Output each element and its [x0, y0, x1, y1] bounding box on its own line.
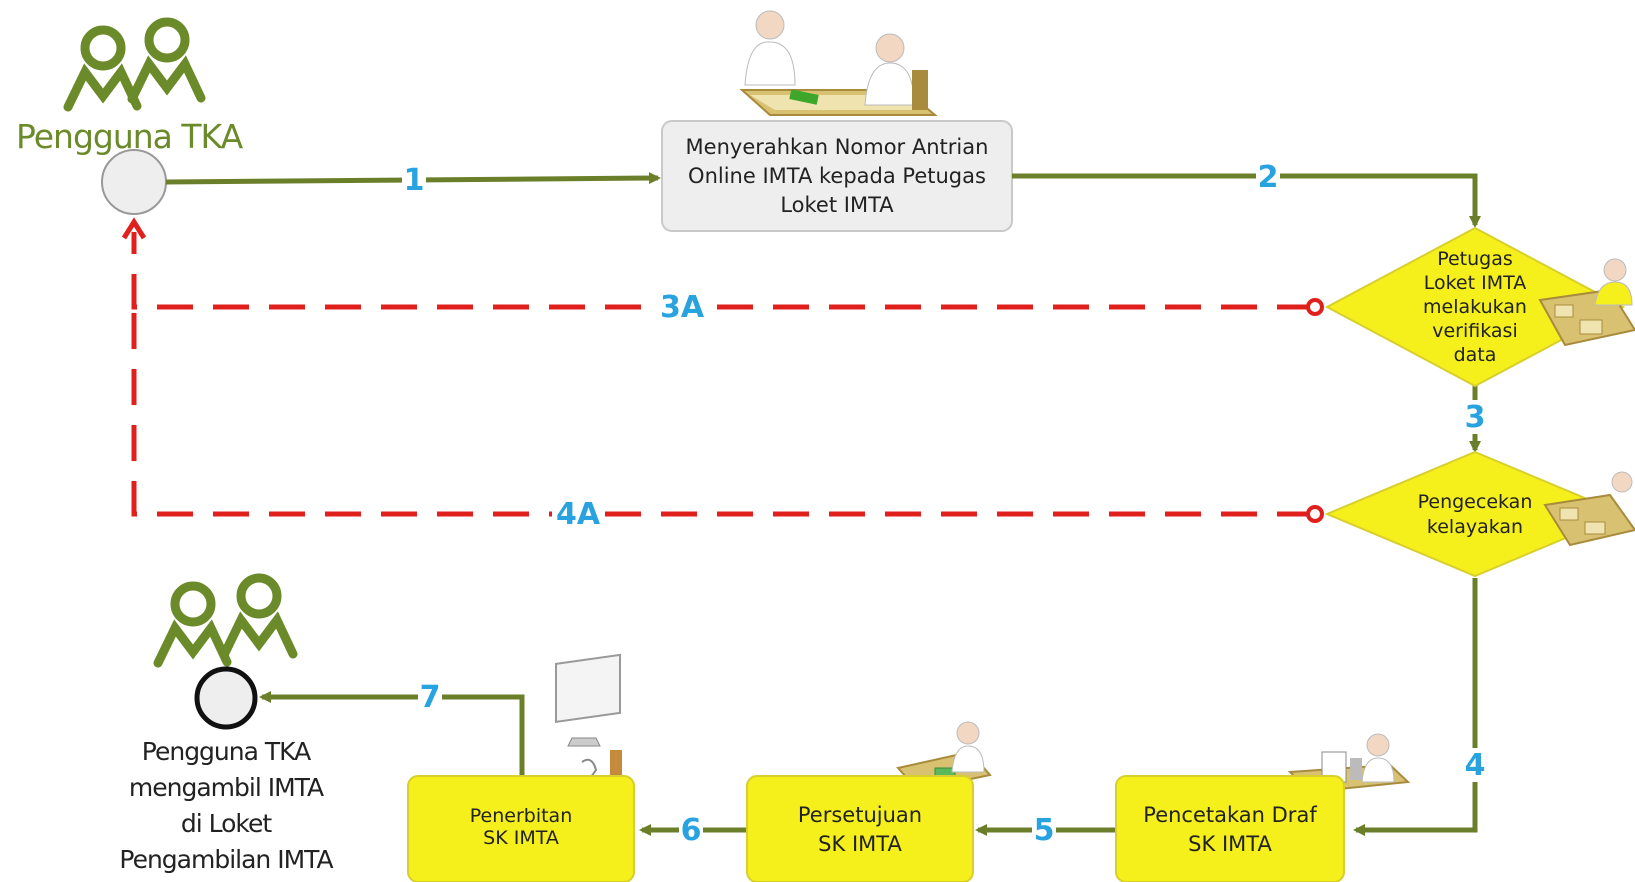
verify-line-1: Petugas — [1437, 248, 1513, 270]
start-node[interactable] — [101, 149, 167, 215]
check-decision[interactable]: Pengecekan kelayakan — [1324, 450, 1626, 578]
end-node[interactable] — [194, 666, 258, 730]
step-label-7: 7 — [420, 680, 441, 715]
step-label-3: 3 — [1465, 400, 1486, 435]
submit-line-3: Loket IMTA — [780, 193, 894, 217]
end-label-line-3: di Loket — [181, 809, 273, 838]
reject-arrowhead — [121, 217, 147, 240]
step-label-3a: 3A — [660, 290, 705, 325]
end-label-line-1: Pengguna TKA — [142, 737, 311, 766]
flow-arrow-4 — [1353, 578, 1478, 836]
desk-worker-icon — [1543, 471, 1635, 547]
flow-arrow-7 — [259, 691, 525, 776]
end-label-line-4: Pengambilan IMTA — [119, 845, 333, 874]
check-line-1: Pengecekan — [1418, 491, 1533, 513]
print-line-2: SK IMTA — [1188, 832, 1272, 856]
step-label-6: 6 — [681, 813, 702, 848]
issue-node[interactable]: Penerbitan SK IMTA — [407, 775, 635, 882]
approve-line-1: Persetujuan — [798, 803, 922, 827]
approve-line-2: SK IMTA — [818, 832, 902, 856]
start-actor: Pengguna TKA — [16, 17, 245, 215]
print-line-1: Pencetakan Draf — [1143, 803, 1317, 827]
step-label-4: 4 — [1465, 748, 1486, 783]
reject-origin-4a — [1306, 505, 1324, 523]
print-node[interactable]: Pencetakan Draf SK IMTA — [1115, 775, 1345, 882]
flow-arrow-2 — [1012, 173, 1481, 228]
submit-line-2: Online IMTA kepada Petugas — [688, 164, 986, 188]
submit-line-1: Menyerahkan Nomor Antrian — [686, 135, 989, 159]
check-line-2: kelayakan — [1427, 516, 1523, 538]
step-label-4a: 4A — [556, 497, 601, 532]
verify-line-2: Loket IMTA — [1424, 272, 1527, 294]
verify-line-5: data — [1454, 344, 1497, 366]
desk-worker-icon — [1538, 258, 1635, 347]
reject-arrow-3a — [131, 232, 1313, 310]
reject-arrow-4a — [131, 310, 1313, 517]
step-label-5: 5 — [1034, 813, 1055, 848]
verify-decision[interactable]: Petugas Loket IMTA melakukan verifikasi … — [1324, 226, 1626, 388]
desk-meeting-icon — [739, 10, 938, 116]
step-labels: 1 2 3 3A 4 4A 5 6 7 — [402, 160, 1487, 848]
approve-node[interactable]: Persetujuan SK IMTA — [746, 775, 974, 882]
submit-node[interactable]: Menyerahkan Nomor Antrian Online IMTA ke… — [661, 120, 1013, 232]
people-icon — [153, 573, 298, 668]
end-label-line-2: mengambil IMTA — [129, 773, 324, 802]
verify-line-4: verifikasi — [1432, 320, 1517, 342]
verify-line-3: melakukan — [1423, 296, 1527, 318]
people-icon — [63, 17, 206, 112]
issue-line-1: Penerbitan — [470, 805, 573, 827]
end-actor: Pengguna TKA mengambil IMTA di Loket Pen… — [119, 573, 334, 874]
reject-origin-3a — [1306, 298, 1324, 316]
step-label-2: 2 — [1258, 160, 1279, 195]
issue-line-2: SK IMTA — [483, 827, 559, 849]
step-label-1: 1 — [404, 163, 425, 198]
